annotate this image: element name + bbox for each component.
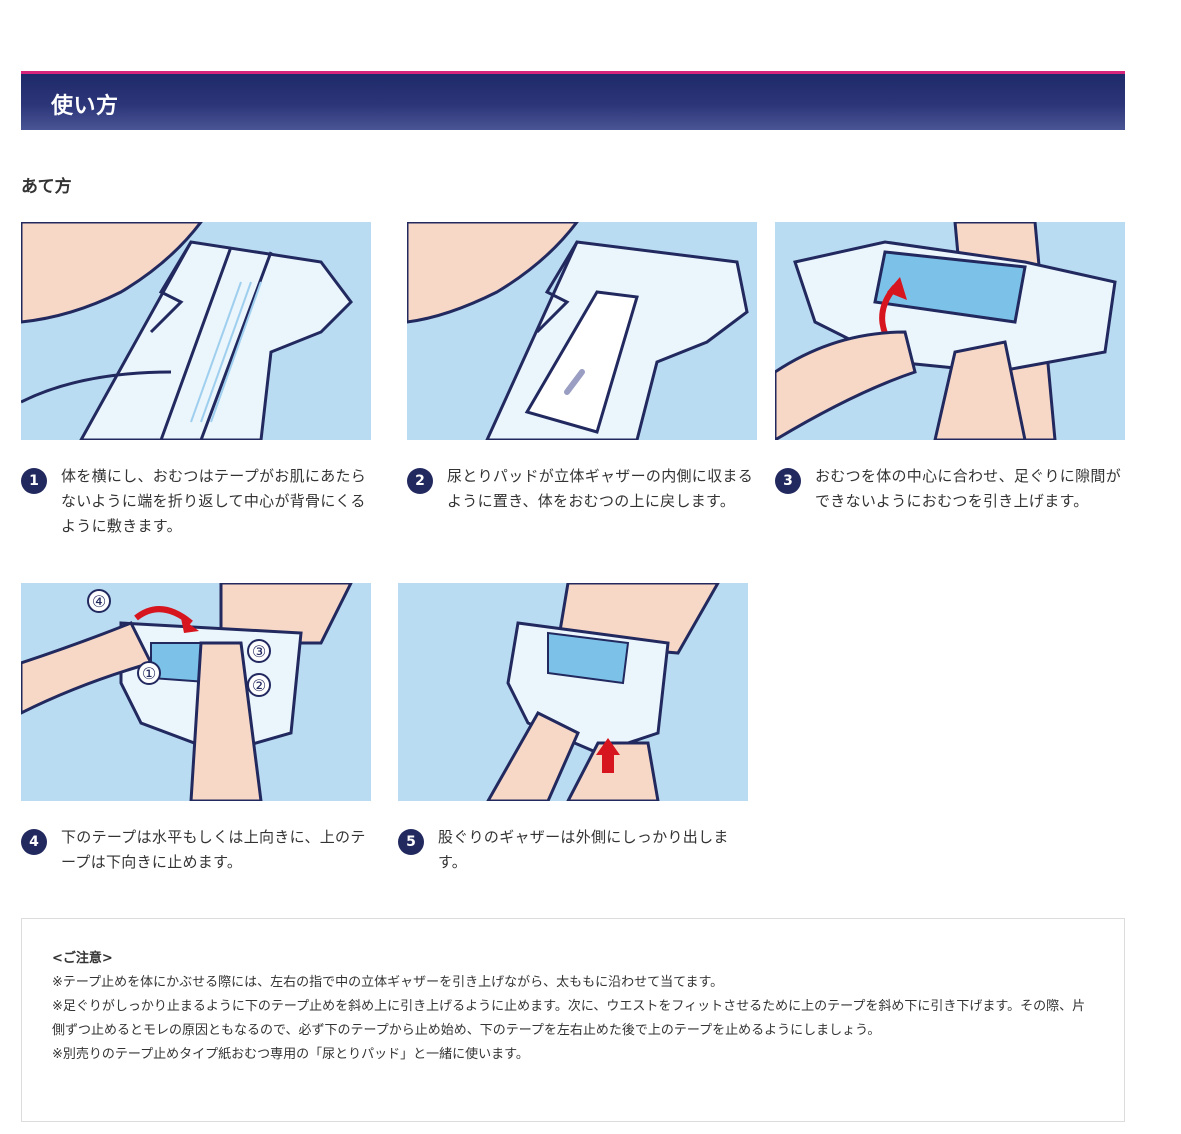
- step-3-illustration: [775, 222, 1125, 440]
- step-5-illustration: [398, 583, 748, 801]
- step-2-illustration: [407, 222, 757, 440]
- step-number-badge: 2: [407, 468, 433, 494]
- step-card-4: ④ ① ③ ② 4 下のテープは水平もしくは上向きに、上のテープは下向きに止めま…: [21, 583, 371, 871]
- caution-line: ※足ぐりがしっかり止まるように下のテープ止めを斜め上に引き上げるように止めます。…: [52, 999, 1086, 1038]
- step-card-1: 1 体を横にし、おむつはテープがお肌にあたらないように端を折り返して中心が背骨に…: [21, 222, 371, 535]
- caution-line: ※テープ止めを体にかぶせる際には、左右の指で中の立体ギャザーを引き上げながら、太…: [52, 975, 724, 990]
- step-card-2: 2 尿とりパッドが立体ギャザーの内側に収まるように置き、体をおむつの上に戻します…: [407, 222, 757, 510]
- step-number-badge: 5: [398, 829, 424, 855]
- step-number-badge: 4: [21, 829, 47, 855]
- step-4-illustration: ④ ① ③ ②: [21, 583, 371, 801]
- subsection-title: あて方: [21, 177, 72, 197]
- step-4-text: 下のテープは水平もしくは上向きに、上のテープは下向きに止めます。: [61, 828, 366, 871]
- step-2-text: 尿とりパッドが立体ギャザーの内側に収まるように置き、体をおむつの上に戻します。: [447, 467, 754, 510]
- caution-note-box: <ご注意> ※テープ止めを体にかぶせる際には、左右の指で中の立体ギャザーを引き上…: [21, 918, 1125, 1122]
- label-4: ④: [92, 592, 106, 611]
- step-number-badge: 1: [21, 468, 47, 494]
- section-title: 使い方: [51, 94, 119, 119]
- label-2: ②: [252, 676, 266, 695]
- step-3-text: おむつを体の中心に合わせ、足ぐりに隙間ができないようにおむつを引き上げます。: [815, 467, 1122, 510]
- step-5-text: 股ぐりのギャザーは外側にしっかり出します。: [438, 828, 729, 871]
- caution-line: ※別売りのテープ止めタイプ紙おむつ専用の「尿とりパッド」と一緒に使います。: [52, 1047, 529, 1062]
- step-number-badge: 3: [775, 468, 801, 494]
- section-header: 使い方: [21, 71, 1125, 130]
- label-1: ①: [142, 664, 156, 683]
- step-card-3: 3 おむつを体の中心に合わせ、足ぐりに隙間ができないようにおむつを引き上げます。: [775, 222, 1125, 510]
- caution-title: <ご注意>: [52, 951, 113, 966]
- label-3: ③: [252, 642, 266, 661]
- step-1-illustration: [21, 222, 371, 440]
- step-1-text: 体を横にし、おむつはテープがお肌にあたらないように端を折り返して中心が背骨にくる…: [61, 467, 367, 535]
- step-card-5: 5 股ぐりのギャザーは外側にしっかり出します。: [398, 583, 748, 871]
